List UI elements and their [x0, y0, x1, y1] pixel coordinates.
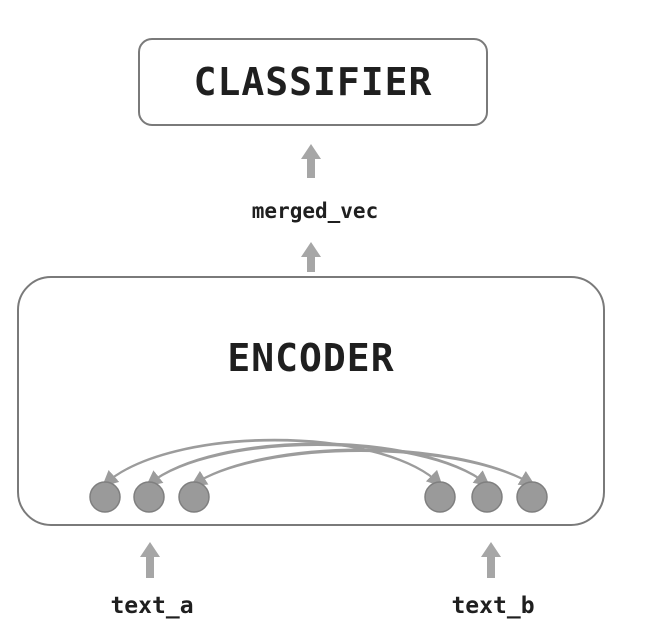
up-arrow-icon	[481, 542, 501, 578]
text-a-label: text_a	[110, 593, 194, 619]
arrow-text-a-input	[140, 542, 160, 578]
arrow-encoder-to-merged	[301, 242, 321, 272]
text-b-label: text_b	[451, 593, 535, 619]
arrow-text-b-input	[481, 542, 501, 578]
classifier-label: CLASSIFIER	[193, 60, 433, 104]
arrow-merged-to-classifier	[301, 144, 321, 178]
up-arrow-icon	[140, 542, 160, 578]
classifier-box	[138, 38, 488, 126]
encoder-box	[17, 276, 605, 526]
up-arrow-icon	[301, 144, 321, 178]
up-arrow-icon	[301, 242, 321, 272]
encoder-label: ENCODER	[227, 336, 395, 380]
merged-vec-label: merged_vec	[251, 199, 379, 223]
